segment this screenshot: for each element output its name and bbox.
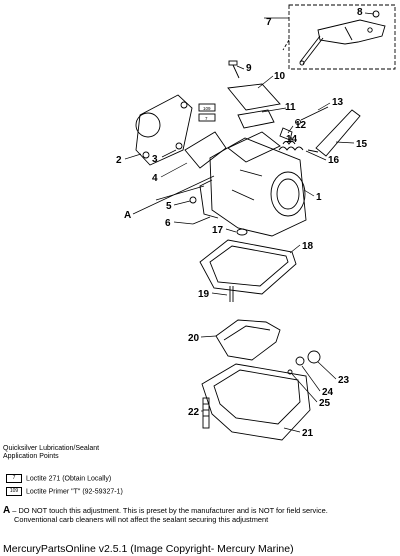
label-7: 7 (266, 17, 272, 28)
label-24: 24 (322, 387, 334, 398)
part-23-plug (307, 350, 321, 364)
label-1: 1 (316, 192, 322, 203)
legend-badge-7: 7 (6, 474, 22, 483)
inset-badge-7: 7 (205, 116, 208, 121)
note-line-2: Conventional carb cleaners will not affe… (14, 515, 269, 524)
label-18: 18 (302, 241, 314, 252)
label-A: A (124, 210, 131, 221)
label-8: 8 (357, 7, 363, 18)
part-21-bowl (201, 363, 311, 441)
legend-item-2: 109 Loctite Primer "T" (92-59327-1) (6, 487, 123, 496)
part-13-screw (300, 106, 329, 121)
label-4: 4 (152, 173, 158, 184)
legend-item-2-text: Loctite Primer "T" (92-59327-1) (26, 488, 123, 496)
legend-heading-line2: Application Points (3, 453, 59, 460)
label-17: 17 (212, 225, 224, 236)
label-12: 12 (295, 120, 307, 131)
label-3: 3 (152, 154, 158, 165)
label-5: 5 (166, 201, 172, 212)
part-15-knob (315, 109, 361, 157)
label-19: 19 (198, 289, 210, 300)
legend-item-1-text: Loctite 271 (Obtain Locally) (26, 475, 112, 483)
part-6-screw (192, 216, 211, 225)
adjustment-note: A – DO NOT touch this adjustment. This i… (3, 505, 397, 525)
label-23: 23 (338, 375, 350, 386)
legend-item-1: 7 Loctite 271 (Obtain Locally) (6, 474, 111, 483)
label-13: 13 (332, 97, 344, 108)
legend-heading: Quicksilver Lubrication/Sealant Applicat… (3, 445, 99, 461)
note-line-1: A – DO NOT touch this adjustment. This i… (3, 505, 397, 516)
part-2-gasket (135, 94, 193, 166)
part-1-body (209, 137, 307, 237)
note-line-1-text: – DO NOT touch this adjustment. This is … (10, 506, 328, 515)
part-17-ring (236, 228, 248, 236)
part-10-plate (227, 83, 281, 111)
label-20: 20 (188, 333, 200, 344)
legend-heading-line1: Quicksilver Lubrication/Sealant (3, 445, 100, 452)
label-11: 11 (285, 102, 296, 113)
inset-badge-109: 109 (203, 106, 211, 111)
label-6: 6 (165, 218, 171, 229)
part-18-gasket (199, 239, 297, 295)
part-22-screw (202, 397, 210, 429)
part-24-washer (295, 356, 305, 366)
label-16: 16 (328, 155, 340, 166)
label-21: 21 (302, 428, 314, 439)
inset-box (288, 4, 396, 70)
part-9-screw (232, 64, 240, 79)
part-16-spring (278, 146, 304, 151)
label-14: 14 (286, 134, 298, 145)
label-15: 15 (356, 139, 368, 150)
part-4-plate (184, 131, 227, 169)
note-marker: A (3, 505, 11, 516)
part-20-float (215, 319, 281, 361)
legend-badge-109: 109 (6, 487, 22, 496)
copyright-footer: MercuryPartsOnline v2.5.1 (Image Copyrig… (3, 543, 294, 555)
label-10: 10 (274, 71, 286, 82)
label-9: 9 (246, 63, 252, 74)
label-25: 25 (319, 398, 331, 409)
label-2: 2 (116, 155, 122, 166)
label-22: 22 (188, 407, 200, 418)
part-7-bracket (317, 19, 386, 45)
